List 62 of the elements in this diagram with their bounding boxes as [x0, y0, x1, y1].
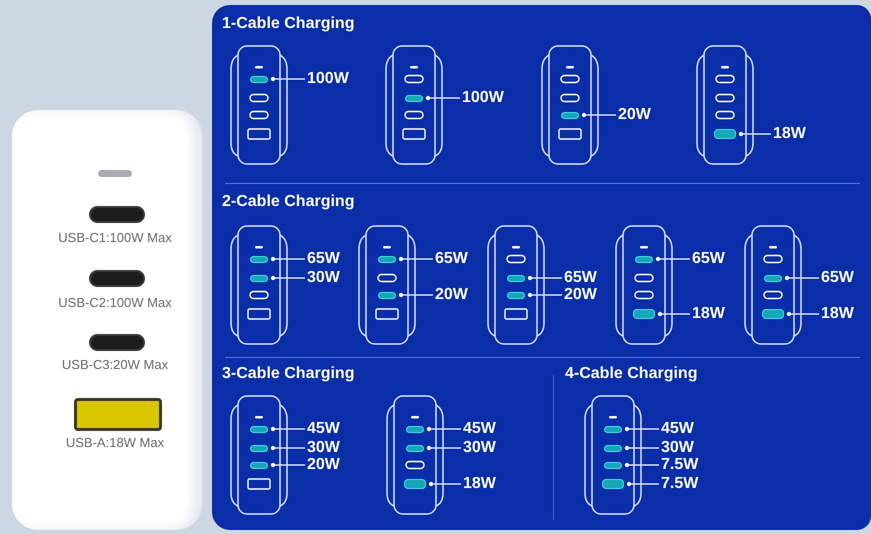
leader-line — [270, 276, 305, 280]
wattage-label: 20W — [307, 457, 340, 473]
usb-a-port — [762, 309, 784, 319]
usb-a-port — [714, 129, 736, 139]
leader-line — [528, 276, 562, 280]
leader-line — [270, 446, 305, 450]
leader-line — [624, 446, 659, 450]
leader-line — [528, 292, 562, 298]
leader-line — [784, 276, 819, 280]
leader-line — [426, 446, 461, 450]
section-title: 2-Cable Charging — [222, 194, 354, 210]
wattage-label: 65W — [307, 251, 340, 267]
leader-line — [738, 132, 771, 136]
wattage-label: 7.5W — [661, 476, 698, 492]
wattage-label: 45W — [661, 421, 694, 437]
leader-line — [786, 312, 819, 316]
wattage-label: 18W — [692, 306, 725, 322]
usb-a-port — [602, 479, 624, 489]
wattage-label: 30W — [307, 440, 340, 456]
wattage-label: 20W — [435, 287, 468, 303]
wattage-label: 7.5W — [661, 457, 698, 473]
usb-a-port — [404, 479, 426, 489]
leader-line — [398, 292, 433, 298]
leader-line — [270, 76, 305, 82]
port-label: USB-C2:100W Max — [57, 296, 173, 309]
section-title: 1-Cable Charging — [222, 16, 354, 32]
wattage-label: 30W — [661, 440, 694, 456]
section-title: 4-Cable Charging — [565, 366, 698, 382]
wattage-label: 45W — [463, 421, 496, 437]
wattage-label: 100W — [462, 90, 504, 106]
leader-line — [270, 462, 305, 468]
wattage-label: 65W — [821, 270, 854, 286]
port-label: USB-C1:100W Max — [57, 231, 173, 244]
leader-line — [658, 312, 690, 316]
wattage-label: 45W — [307, 421, 340, 437]
wattage-label: 20W — [618, 107, 651, 123]
leader-line — [398, 256, 433, 262]
wattage-label: 30W — [307, 270, 340, 286]
section-title: 3-Cable Charging — [222, 366, 354, 382]
port-label: USB-A:18W Max — [64, 436, 166, 449]
wattage-label: 65W — [692, 251, 725, 267]
wattage-label: 100W — [307, 71, 349, 87]
wattage-label: 65W — [564, 270, 597, 286]
leader-line — [270, 256, 305, 262]
leader-line — [626, 482, 659, 486]
wattage-label: 18W — [773, 126, 806, 142]
wattage-label: 18W — [821, 306, 854, 322]
leader-line — [270, 426, 305, 432]
leader-line — [624, 426, 659, 432]
leader-line — [582, 112, 616, 118]
port-label: USB-C3:20W Max — [60, 358, 170, 371]
wattage-label: 65W — [435, 251, 468, 267]
leader-line — [428, 482, 461, 486]
wattage-label: 20W — [564, 287, 597, 303]
usb-a-port — [633, 309, 655, 319]
leader-line — [656, 256, 690, 262]
leader-line — [624, 462, 659, 468]
charger-body — [12, 110, 202, 530]
leader-line — [426, 426, 461, 432]
wattage-label: 18W — [463, 476, 496, 492]
leader-line — [426, 96, 460, 100]
wattage-label: 30W — [463, 440, 496, 456]
